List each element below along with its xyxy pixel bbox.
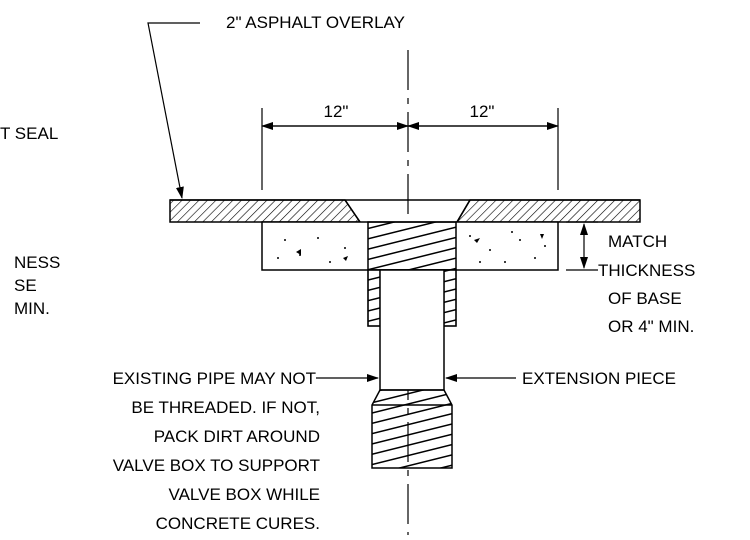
extension-label: EXTENSION PIECE	[522, 369, 676, 388]
existing-pipe	[371, 389, 453, 469]
existing-pipe-line-2: BE THREADED. IF NOT,	[131, 398, 320, 417]
right-thickness-line-4: OR 4" MIN.	[608, 317, 694, 336]
dimension-12in	[261, 108, 559, 190]
left-thickness-line-3: MIN.	[14, 299, 50, 318]
valve-box-top	[367, 221, 457, 271]
left-thickness-line-2: SE	[14, 276, 37, 295]
existing-pipe-line-4: VALVE BOX TO SUPPORT	[113, 456, 320, 475]
overlay-label: 2" ASPHALT OVERLAY	[226, 13, 405, 32]
right-thickness-line-1: MATCH	[608, 232, 667, 251]
left-thickness-line-1: NESS	[14, 253, 60, 272]
existing-pipe-line-5: VALVE BOX WHILE	[169, 485, 320, 504]
asphalt-overlay-layer	[169, 199, 641, 223]
existing-pipe-line-1: EXISTING PIPE MAY NOT	[113, 369, 316, 388]
extension-pipe	[379, 269, 445, 391]
right-thickness-line-3: OF BASE	[608, 289, 682, 308]
existing-pipe-line-3: PACK DIRT AROUND	[154, 427, 320, 446]
dim-label-right: 12"	[470, 102, 495, 121]
dim-label-left: 12"	[324, 102, 349, 121]
overlay-leader	[147, 22, 200, 199]
seal-label-partial: T SEAL	[0, 124, 58, 143]
existing-pipe-line-6: CONCRETE CURES.	[156, 514, 320, 533]
right-thickness-line-2: THICKNESS	[598, 261, 695, 280]
dimension-thickness	[566, 221, 598, 271]
